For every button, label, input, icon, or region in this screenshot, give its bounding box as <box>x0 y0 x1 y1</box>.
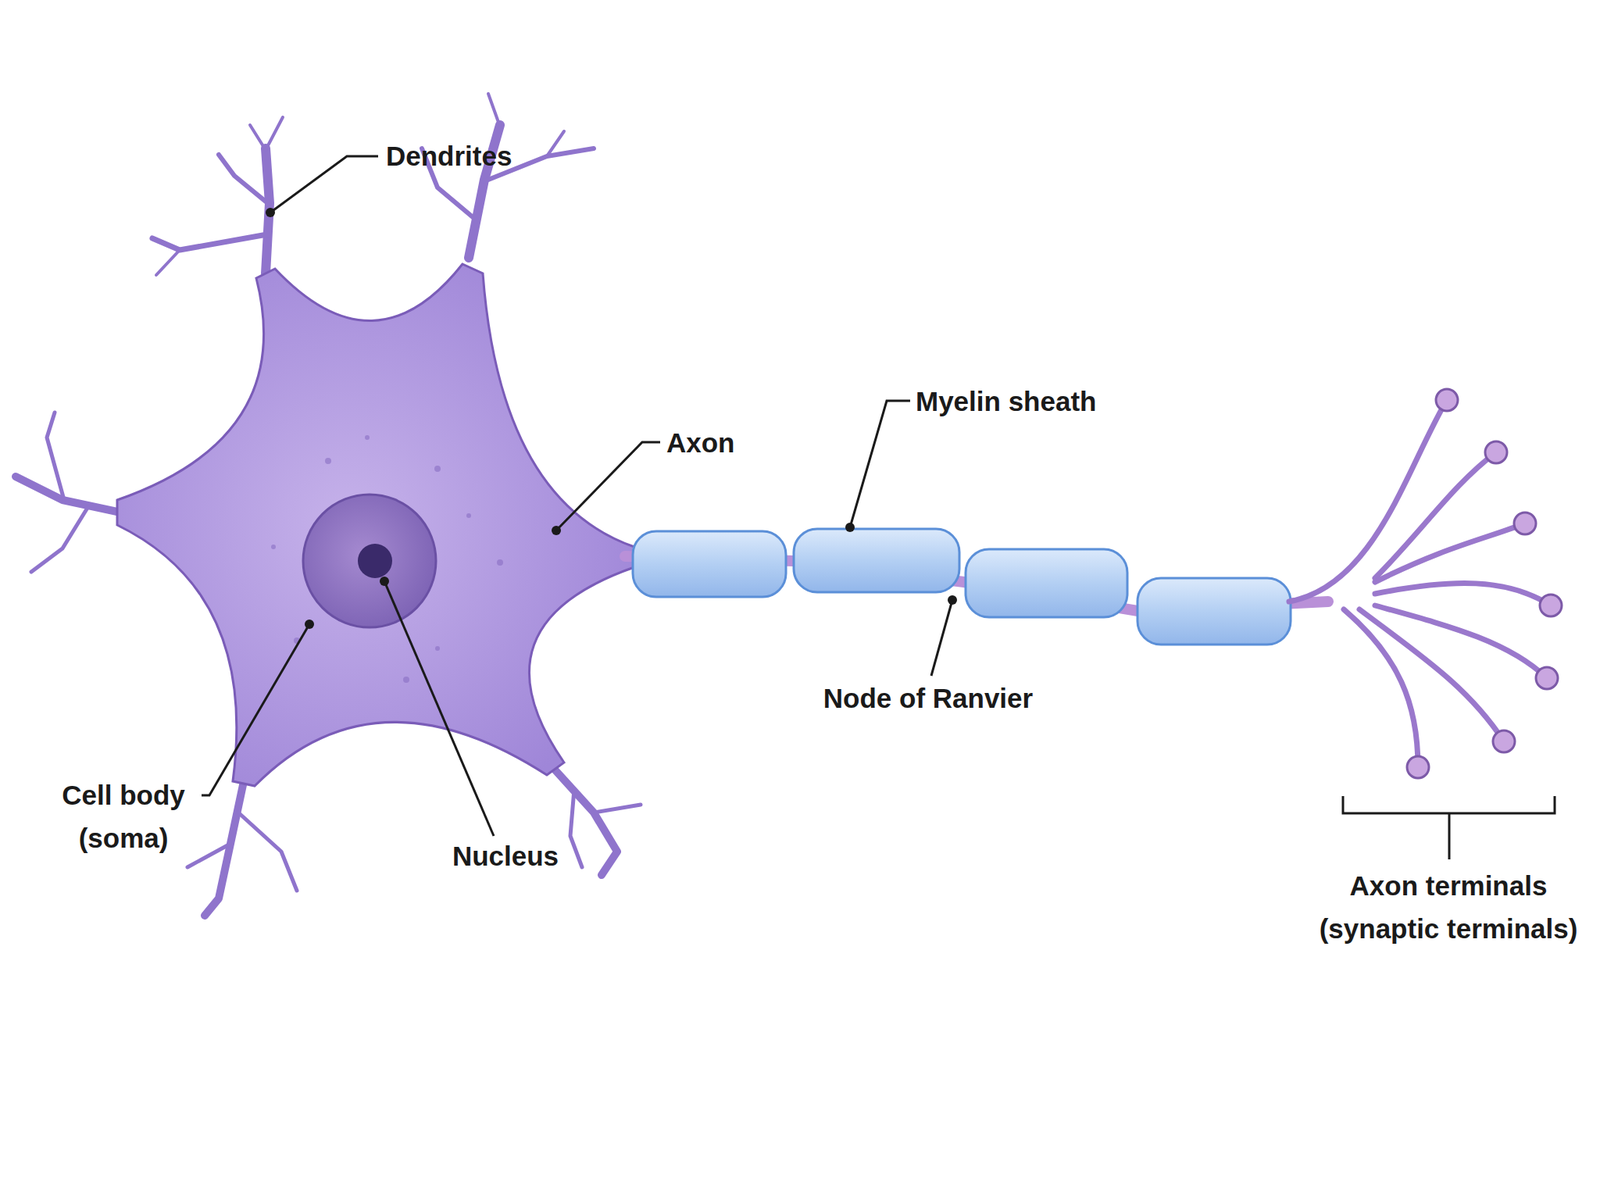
synaptic-bulbs <box>1407 389 1562 779</box>
soma-granules <box>271 435 504 683</box>
nucleolus-shape <box>357 543 393 579</box>
dendrite-branches <box>15 93 641 916</box>
terminals-label: Axon terminals (synaptic terminals) <box>1292 864 1600 950</box>
nucleus-label: Nucleus <box>446 834 565 878</box>
dendrites-label: Dendrites <box>385 134 512 178</box>
cell-body-shape <box>117 264 635 786</box>
nucleus-shape <box>303 494 436 628</box>
soma-label: Cell body (soma) <box>45 773 202 860</box>
axon-label: Axon <box>666 421 736 465</box>
ranvier-label: Node of Ranvier <box>810 676 1046 720</box>
myelin-label: Myelin sheath <box>915 379 1097 423</box>
leader-lines <box>201 156 1555 860</box>
axon-terminal-branches <box>1289 400 1551 768</box>
leader-dots <box>265 207 958 629</box>
myelin-segments <box>632 528 1291 645</box>
